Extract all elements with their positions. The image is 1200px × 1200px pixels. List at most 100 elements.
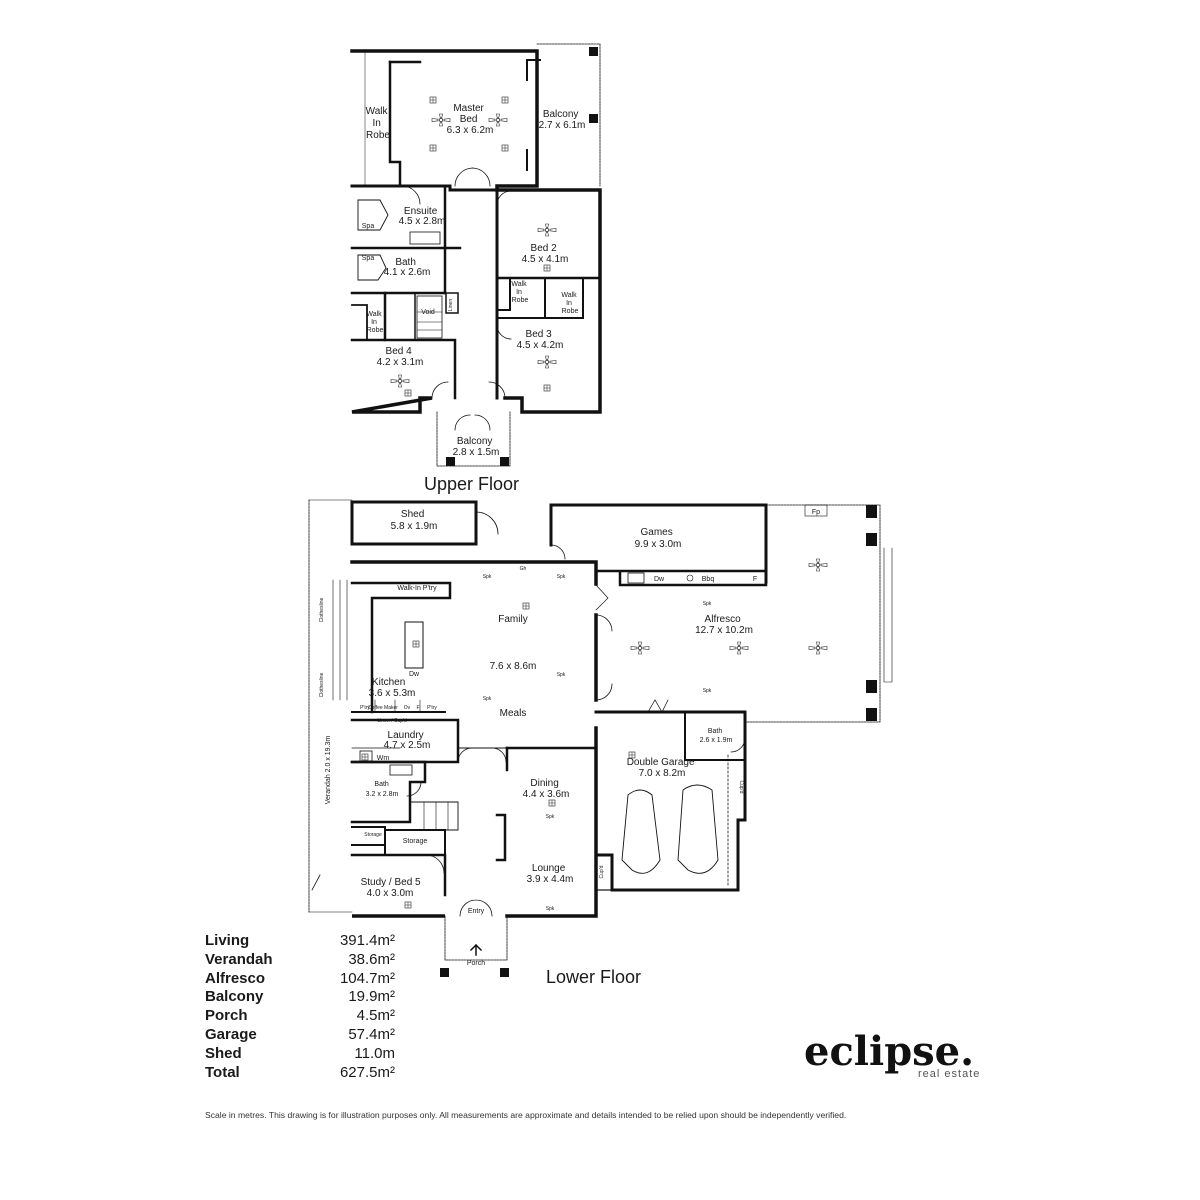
laundry-label: Laundry 4.7 x 2.5m xyxy=(384,730,431,751)
storage-small-label: Storage xyxy=(364,832,382,838)
ensuite-label: Ensuite 4.5 x 2.8m xyxy=(399,206,446,227)
family-dims-label: 7.6 x 8.6m xyxy=(490,661,537,672)
shed-outline xyxy=(350,500,478,546)
study-label: Study / Bed 5 4.0 x 3.0m xyxy=(361,877,424,899)
area-value: 4.5m² xyxy=(356,1007,395,1025)
ptry-left-label: P'try xyxy=(360,705,370,711)
spk-label: Spk xyxy=(546,814,555,820)
area-row: Living 391.4m² xyxy=(205,932,395,951)
area-value: 391.4m² xyxy=(339,932,395,949)
area-value: 19.9m² xyxy=(348,988,395,1006)
fixture-labels: Spk Gh Spk Spk Spk Spk Spk Spk Spk Dw Bb… xyxy=(360,566,757,912)
bed2-label: Bed 2 4.5 x 4.1m xyxy=(522,243,569,265)
area-row: Alfresco 104.7m² xyxy=(205,970,395,989)
walk-in-robe-bed4-label: Walk In Robe xyxy=(366,311,383,334)
area-name: Alfresco xyxy=(205,969,266,987)
ptry-right-label: P'try xyxy=(427,705,437,711)
spk-label: Spk xyxy=(483,574,492,580)
area-row: Verandah 38.6m² xyxy=(205,951,395,970)
eclipse-logo: eclipse. real estate xyxy=(804,1028,994,1081)
gh-label: Gh xyxy=(520,566,527,572)
car-right xyxy=(677,784,719,874)
bed4-label: Bed 4 4.2 x 3.1m xyxy=(377,346,424,368)
wm-label: Wm xyxy=(377,755,390,762)
entry-label: Entry xyxy=(468,908,485,915)
area-value: 627.5m² xyxy=(339,1063,395,1081)
area-row: Balcony 19.9m² xyxy=(205,988,395,1007)
spk-label: Spk xyxy=(546,906,555,912)
area-row: Porch 4.5m² xyxy=(205,1007,395,1026)
car-left xyxy=(621,789,661,874)
bbq-label: Bbq xyxy=(702,576,715,583)
fp-label: Fp xyxy=(812,509,820,516)
clothesline-2-label: Clothesline xyxy=(319,672,325,697)
upper-floor-title: Upper Floor xyxy=(424,474,520,494)
balcony-front-label: Balcony 2.8 x 1.5m xyxy=(453,436,500,458)
spa-ensuite-label: Spa xyxy=(362,223,375,230)
ov-label: Ov xyxy=(404,705,411,711)
area-name: Porch xyxy=(205,1007,248,1025)
logo-tagline: real estate xyxy=(918,1068,981,1080)
bath-upper-label: Bath 4.1 x 2.6m xyxy=(384,257,431,278)
upper-floor xyxy=(350,43,602,467)
spa-bath-label: Spa xyxy=(362,255,375,262)
bed3-label: Bed 3 4.5 x 4.2m xyxy=(517,329,564,351)
family-label: Family xyxy=(498,614,527,625)
f-kitchen-label: F xyxy=(416,705,419,711)
area-summary-table: Living 391.4m² Verandah 38.6m² Alfresco 104… xyxy=(205,932,395,1082)
area-name: Garage xyxy=(205,1025,257,1043)
lower-outer-wall xyxy=(350,560,598,918)
storage-label: Storage xyxy=(403,838,428,845)
balcony-upper-label: Balcony 2.7 x 6.1m xyxy=(539,109,586,131)
area-name: Total xyxy=(205,1063,240,1081)
dining-label: Dining 4.4 x 3.6m xyxy=(523,778,570,800)
area-value: 38.6m² xyxy=(348,950,395,968)
linen-cupd-label: Linen / Cup'd xyxy=(377,718,407,724)
walk-in-robe-master-label: Walk In Robe xyxy=(366,106,391,141)
area-name: Living xyxy=(205,932,250,949)
f-alfresco-label: F xyxy=(753,576,757,583)
dw-alfresco-label: Dw xyxy=(654,576,665,583)
games-label: Games 9.9 x 3.0m xyxy=(635,527,682,550)
walk-in-robe-bed2-label: Walk In Robe xyxy=(511,281,528,304)
porch-label: Porch xyxy=(467,960,485,967)
spk-label: Spk xyxy=(703,601,712,607)
spk-label: Spk xyxy=(557,672,566,678)
walk-in-robe-bed3-label: Walk In Robe xyxy=(561,292,578,315)
linen-label: Linen xyxy=(448,299,454,311)
meals-label: Meals xyxy=(500,708,527,719)
cupd-garage-label: Cup'd xyxy=(599,865,605,878)
lower-floor xyxy=(308,499,893,977)
lower-floor-title: Lower Floor xyxy=(546,967,642,987)
kitchen-label: Kitchen 3.6 x 5.3m xyxy=(369,677,416,699)
coffee-maker-label: Coffee Maker xyxy=(368,705,398,711)
spk-label: Spk xyxy=(557,574,566,580)
alfresco-label: Alfresco 12.7 x 10.2m xyxy=(695,614,753,636)
clothesline-1-label: Clothesline xyxy=(319,597,325,622)
area-value: 11.0m xyxy=(354,1044,395,1062)
shed-label: Shed 5.8 x 1.9m xyxy=(391,509,438,532)
bath-lower-label: Bath 3.2 x 2.8m xyxy=(366,778,399,798)
area-name: Shed xyxy=(205,1044,242,1062)
lounge-label: Lounge 3.9 x 4.4m xyxy=(527,863,574,885)
area-row: Shed 11.0m xyxy=(205,1045,395,1064)
double-garage-label: Double Garage 7.0 x 8.2m xyxy=(627,757,698,779)
area-name: Verandah xyxy=(205,950,273,968)
area-name: Balcony xyxy=(205,988,264,1006)
verandah-label: Verandah 2.0 x 19.3m xyxy=(325,736,332,805)
logo-wordmark: eclipse. xyxy=(804,1028,975,1075)
area-row: Total 627.5m² xyxy=(205,1064,395,1083)
bath-garage-label: Bath 2.6 x 1.9m xyxy=(700,728,733,744)
area-value: 104.7m² xyxy=(339,969,395,987)
area-row: Garage 57.4m² xyxy=(205,1026,395,1045)
walk-in-pantry-label: Walk-In P'try xyxy=(397,585,437,592)
cupd-garage-2-label: Cup'd xyxy=(738,781,744,794)
master-bed-label: Master Bed 6.3 x 6.2m xyxy=(447,103,494,136)
area-value: 57.4m² xyxy=(348,1025,395,1043)
spk-label: Spk xyxy=(483,696,492,702)
disclaimer-text: Scale in metres. This drawing is for ill… xyxy=(205,1110,847,1120)
spk-label: Spk xyxy=(703,688,712,694)
void-label: Void xyxy=(421,309,435,316)
dw-kitchen-label: Dw xyxy=(409,671,420,678)
